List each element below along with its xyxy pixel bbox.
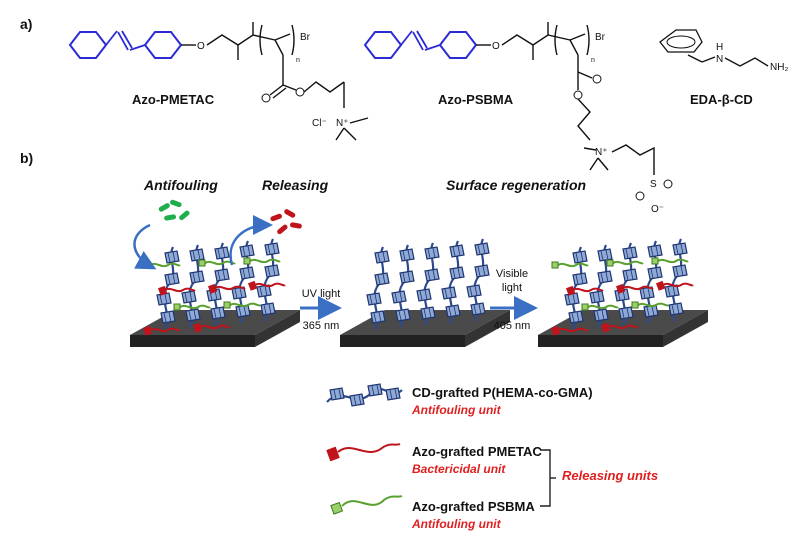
azo-psbma-br: Br bbox=[595, 32, 606, 43]
surface-state-3 bbox=[538, 239, 708, 347]
azo-psbma-repeat-n: n bbox=[591, 57, 595, 64]
legend-icon-cd-polymer bbox=[326, 383, 403, 407]
azo-pmetac-repeat-n: n bbox=[296, 57, 300, 64]
releasing-units-bracket bbox=[540, 449, 556, 507]
surface-state-1 bbox=[130, 239, 300, 347]
azo-pmetac-ammonium: N⁺ bbox=[336, 118, 349, 129]
releasing-units-label: Releasing units bbox=[562, 468, 659, 483]
uv-wavelength-label: 365 nm bbox=[302, 320, 340, 332]
antifouling-bacteria bbox=[158, 199, 190, 221]
legend-subtitle-antifouling-1: Antifouling unit bbox=[412, 403, 501, 417]
eda-n: N bbox=[716, 54, 723, 65]
eda-h: H bbox=[716, 42, 723, 53]
surface-state-2 bbox=[340, 239, 510, 347]
legend-title-pmetac: Azo-grafted PMETAC bbox=[412, 444, 542, 459]
antifouling-arrow bbox=[133, 223, 157, 270]
panel-a-label: a) bbox=[20, 16, 33, 32]
eda-beta-cd-structure: H N NH₂ bbox=[659, 29, 788, 73]
azo-psbma-sulfonate-o: O⁻ bbox=[651, 204, 664, 215]
uv-light-label: UV light bbox=[301, 288, 341, 300]
visible-label-2: light bbox=[501, 282, 523, 294]
legend-subtitle-bactericidal: Bactericidal unit bbox=[412, 462, 506, 476]
scheme-illustration bbox=[130, 199, 708, 347]
legend-title-cd-polymer: CD-grafted P(HEMA-co-GMA) bbox=[412, 385, 593, 400]
azo-psbma-sulfur: S bbox=[650, 179, 657, 190]
visible-wavelength-label: 405 nm bbox=[493, 320, 531, 332]
released-bacteria bbox=[270, 209, 302, 235]
heading-surface-regeneration: Surface regeneration bbox=[446, 177, 587, 193]
releasing-arrow bbox=[229, 215, 273, 266]
azo-pmetac-chloride: Cl⁻ bbox=[312, 118, 327, 129]
azo-psbma-ether-o: O bbox=[492, 41, 500, 52]
legend-icon-pmetac bbox=[326, 443, 401, 462]
legend-icon-psbma bbox=[330, 495, 403, 515]
azo-pmetac-structure: O n Br Cl⁻ N⁺ bbox=[68, 22, 369, 141]
legend-title-psbma: Azo-grafted PSBMA bbox=[412, 499, 535, 514]
azo-pmetac-ether-o: O bbox=[197, 41, 205, 52]
legend-subtitle-antifouling-2: Antifouling unit bbox=[412, 517, 501, 531]
visible-label-1: Visible bbox=[495, 268, 529, 280]
heading-antifouling: Antifouling bbox=[144, 177, 218, 193]
heading-releasing: Releasing bbox=[262, 177, 329, 193]
azo-psbma-structure: O n Br N⁺ S O⁻ bbox=[363, 22, 673, 215]
azo-psbma-ammonium: N⁺ bbox=[595, 147, 608, 158]
chemical-structures: O n Br Cl⁻ N⁺ O bbox=[68, 22, 788, 215]
azo-pmetac-name: Azo-PMETAC bbox=[132, 92, 215, 107]
azo-psbma-name: Azo-PSBMA bbox=[438, 92, 514, 107]
panel-b-label: b) bbox=[20, 150, 34, 166]
legend-icons bbox=[326, 383, 403, 515]
eda-nh2: NH₂ bbox=[770, 62, 788, 73]
eda-beta-cd-name: EDA-β-CD bbox=[690, 92, 753, 107]
azo-pmetac-br: Br bbox=[300, 32, 311, 43]
